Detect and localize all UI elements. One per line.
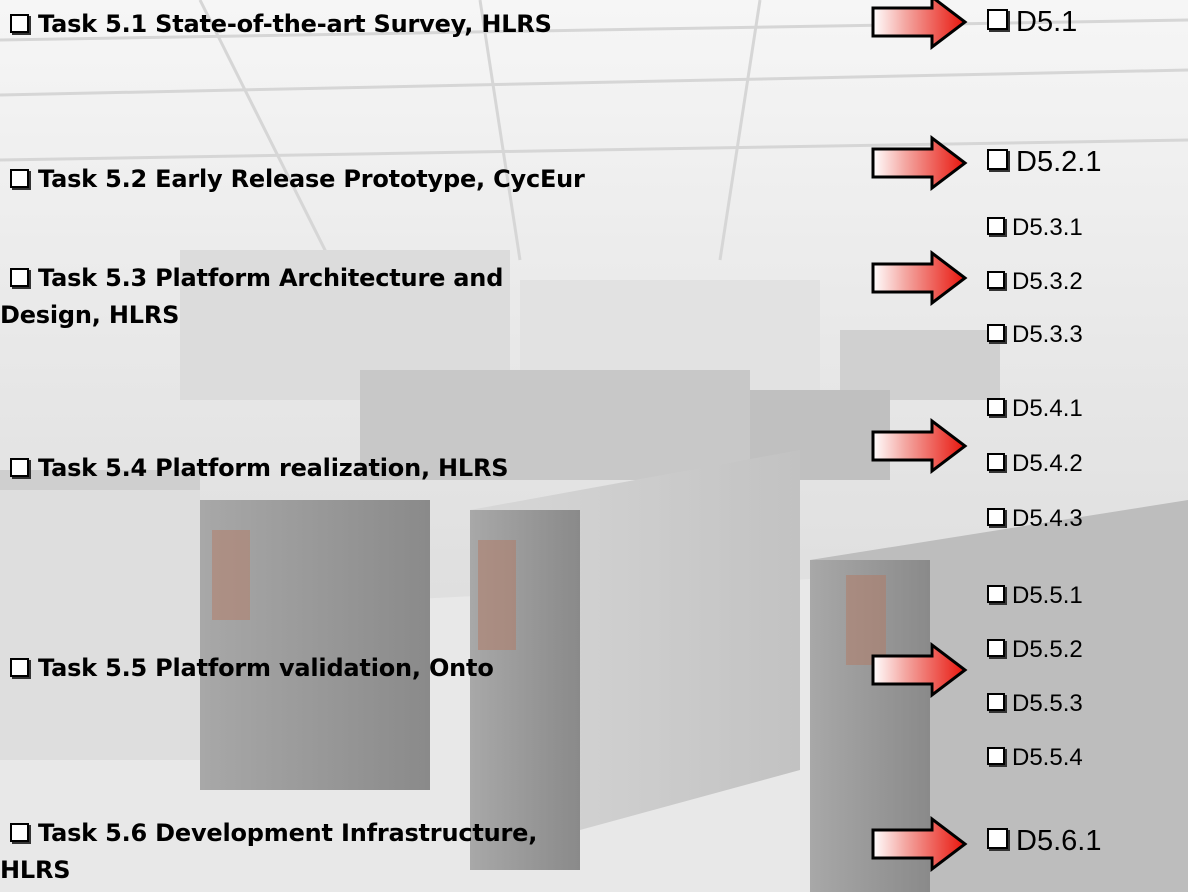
task-5-3-label-line1: Task 5.3 Platform Architecture and — [38, 264, 504, 292]
checkbox-icon — [987, 9, 1008, 30]
deliverable-label: D5.6.1 — [1016, 825, 1102, 857]
deliverable-d5-4-2: D5.4.2 — [987, 450, 1083, 478]
deliverable-label: D5.4.3 — [1012, 505, 1083, 532]
right-arrow-icon — [870, 250, 970, 306]
task-5-4-label: Task 5.4 Platform realization, HLRS — [38, 454, 509, 482]
task-5-1-label: Task 5.1 State-of-the-art Survey, HLRS — [38, 10, 552, 38]
checkbox-icon — [987, 747, 1005, 765]
checkbox-icon — [10, 658, 29, 677]
deliverable-d5-2-1: D5.2.1 — [987, 146, 1101, 179]
deliverable-d5-5-1: D5.5.1 — [987, 582, 1083, 610]
task-5-6-label-line2: HLRS — [0, 856, 71, 884]
task-5-3-label-line2: Design, HLRS — [0, 301, 180, 329]
deliverable-d5-3-2: D5.3.2 — [987, 268, 1083, 296]
deliverable-label: D5.5.4 — [1012, 744, 1083, 771]
deliverable-label: D5.5.3 — [1012, 690, 1083, 717]
checkbox-icon — [987, 585, 1005, 603]
deliverable-label: D5.4.2 — [1012, 450, 1083, 477]
task-5-2-label: Task 5.2 Early Release Prototype, CycEur — [38, 165, 585, 193]
checkbox-icon — [987, 508, 1005, 526]
task-5-4: Task 5.4 Platform realization, HLRS — [10, 450, 509, 487]
task-5-5: Task 5.5 Platform validation, Onto — [10, 650, 494, 687]
task-5-2: Task 5.2 Early Release Prototype, CycEur — [10, 161, 585, 198]
checkbox-icon — [987, 149, 1008, 170]
deliverable-d5-5-4: D5.5.4 — [987, 744, 1083, 772]
checkbox-icon — [987, 398, 1005, 416]
deliverable-d5-5-3: D5.5.3 — [987, 690, 1083, 718]
task-5-6-label-line1: Task 5.6 Development Infrastructure, — [38, 819, 538, 847]
checkbox-icon — [10, 14, 29, 33]
deliverable-label: D5.5.1 — [1012, 582, 1083, 609]
deliverable-d5-1: D5.1 — [987, 6, 1077, 39]
checkbox-icon — [987, 453, 1005, 471]
deliverable-label: D5.3.2 — [1012, 268, 1083, 295]
deliverable-label: D5.4.1 — [1012, 395, 1083, 422]
deliverable-d5-5-2: D5.5.2 — [987, 636, 1083, 664]
deliverable-d5-4-3: D5.4.3 — [987, 505, 1083, 533]
checkbox-icon — [10, 268, 29, 287]
checkbox-icon — [10, 458, 29, 477]
checkbox-icon — [987, 639, 1005, 657]
task-5-1: Task 5.1 State-of-the-art Survey, HLRS — [10, 6, 552, 43]
deliverable-label: D5.2.1 — [1016, 146, 1102, 178]
task-5-3: Task 5.3 Platform Architecture and Desig… — [0, 260, 504, 334]
task-5-5-label: Task 5.5 Platform validation, Onto — [38, 654, 494, 682]
right-arrow-icon — [870, 816, 970, 872]
deliverable-d5-6-1: D5.6.1 — [987, 825, 1101, 858]
right-arrow-icon — [870, 642, 970, 698]
checkbox-icon — [987, 324, 1005, 342]
right-arrow-icon — [870, 0, 970, 50]
checkbox-icon — [10, 823, 29, 842]
checkbox-icon — [987, 217, 1005, 235]
deliverable-label: D5.1 — [1016, 6, 1078, 38]
deliverable-label: D5.3.1 — [1012, 214, 1083, 241]
checkbox-icon — [987, 271, 1005, 289]
right-arrow-icon — [870, 418, 970, 474]
deliverable-label: D5.3.3 — [1012, 321, 1083, 348]
deliverable-d5-3-3: D5.3.3 — [987, 321, 1083, 349]
right-arrow-icon — [870, 135, 970, 191]
task-5-6: Task 5.6 Development Infrastructure, HLR… — [0, 815, 538, 889]
checkbox-icon — [987, 828, 1008, 849]
checkbox-icon — [987, 693, 1005, 711]
checkbox-icon — [10, 169, 29, 188]
deliverable-d5-4-1: D5.4.1 — [987, 395, 1083, 423]
deliverable-label: D5.5.2 — [1012, 636, 1083, 663]
deliverable-d5-3-1: D5.3.1 — [987, 214, 1083, 242]
